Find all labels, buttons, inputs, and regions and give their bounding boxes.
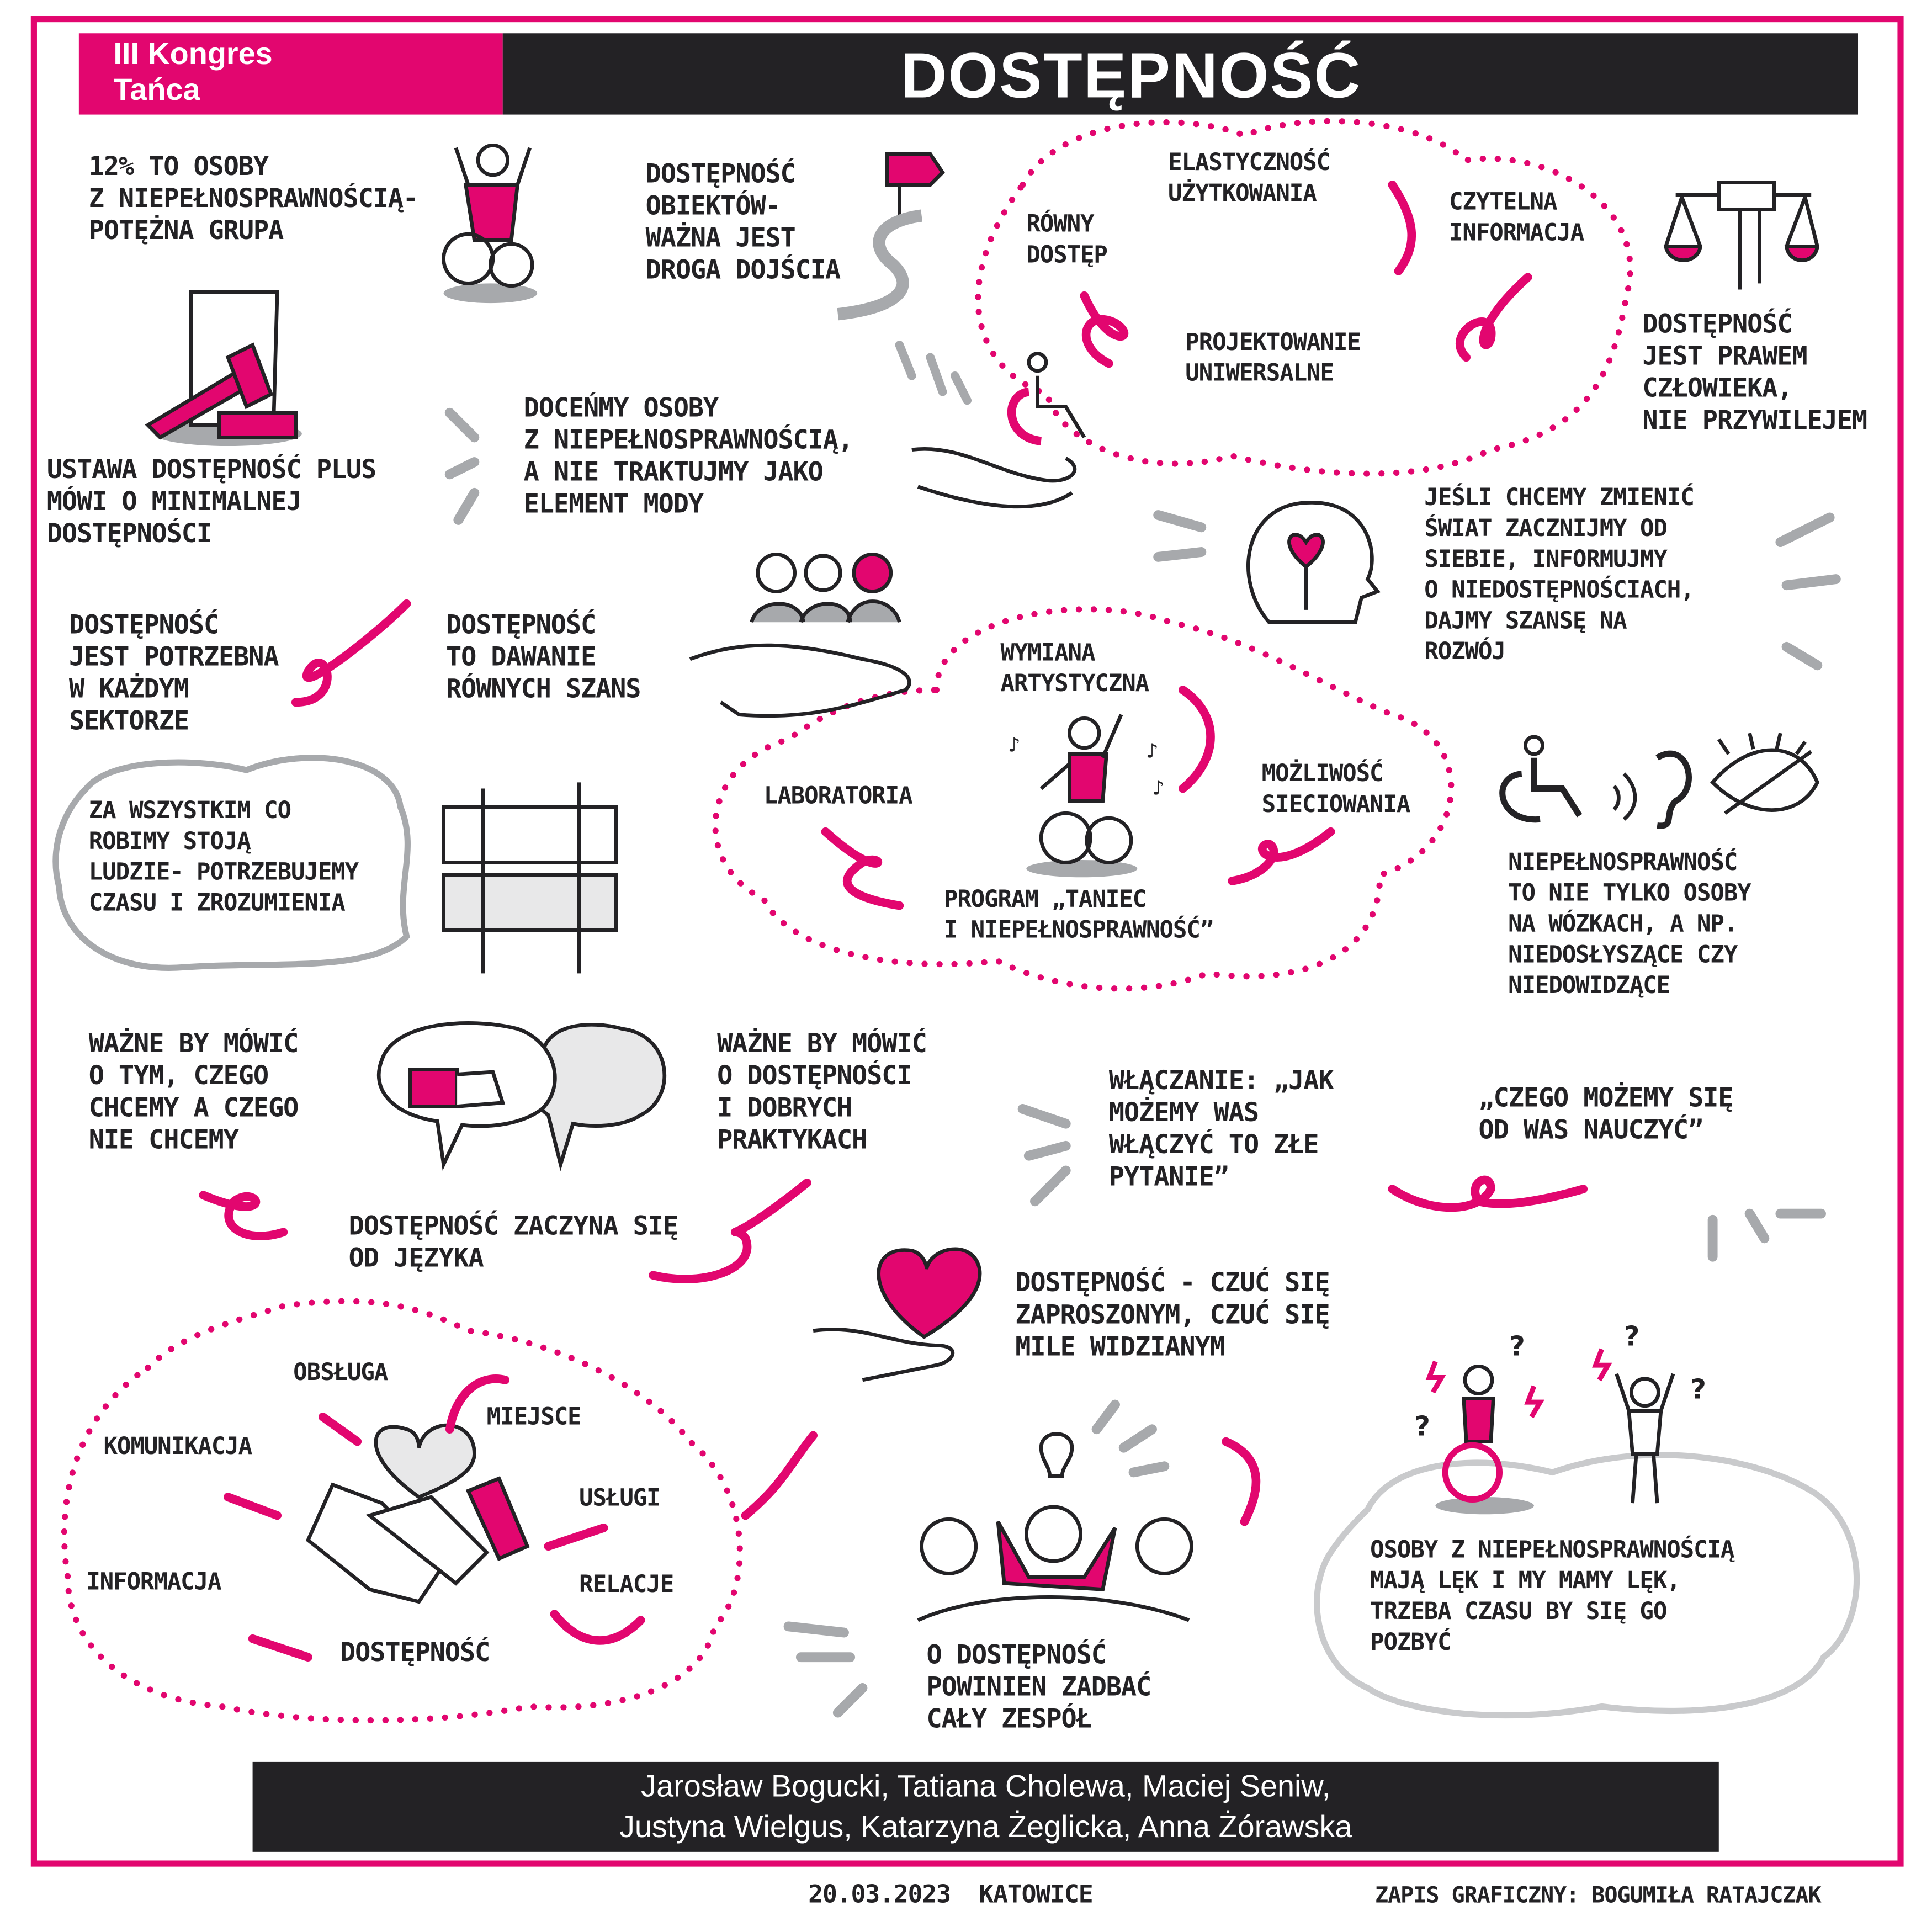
note-team: O dostępność powinien zadbać cały zespół	[926, 1639, 1152, 1734]
hand-people-icon	[689, 553, 911, 718]
arrow-icon	[318, 1413, 362, 1446]
cloud-item-service: Obsługa	[293, 1359, 388, 1387]
authors-bar: Jarosław Bogucki, Tatiana Cholewa, Macie…	[252, 1761, 1719, 1852]
arrow-icon	[1080, 291, 1129, 368]
confused-people-icon: ? ? ? ?	[1414, 1320, 1706, 1515]
cloud-item-services: Usługi	[579, 1484, 661, 1512]
signpost-road-icon	[837, 152, 945, 321]
arrow-icon	[1179, 686, 1215, 793]
svg-text:?: ?	[1509, 1330, 1525, 1362]
svg-text:?: ?	[1624, 1320, 1639, 1352]
note-change-world: Jeśli chcemy zmienić świat zacznijmy od …	[1424, 484, 1694, 666]
accessibility-icons	[1499, 733, 1820, 829]
speech-bubbles-icon	[376, 1021, 667, 1171]
arrows	[199, 181, 1588, 1662]
cloud-center-accessibility: Dostępność	[340, 1637, 490, 1668]
arrow-icon	[821, 827, 904, 910]
title-bar	[502, 33, 1859, 115]
wheelchair-person-icon	[442, 144, 538, 304]
cloud-fear	[1314, 1452, 1860, 1719]
head-heart-icon	[1246, 501, 1381, 624]
note-appreciate: Doceńmy osoby z niepełnosprawnością, a n…	[523, 393, 853, 519]
cloud-item-equal-access: Równy dostęp	[1026, 210, 1108, 269]
event-line-2: Tańca	[113, 72, 200, 108]
note-inclusion: Włączanie: „Jak możemy was włączyć to zł…	[1108, 1065, 1334, 1192]
cloud-accessibility	[61, 1298, 743, 1724]
arrow-icon	[248, 1634, 312, 1662]
arrow-icon	[445, 1374, 509, 1434]
cloud-item-communication: Komunikacja	[103, 1432, 252, 1461]
authors-line-1: Jarosław Bogucki, Tatiana Cholewa, Macie…	[641, 1769, 1331, 1804]
hand-wheelchair-icon	[895, 341, 1086, 509]
page-title: DOSTĘPNOŚĆ	[900, 40, 1362, 113]
arrow-icon	[550, 1610, 645, 1645]
arrow-icon	[1222, 1437, 1261, 1526]
hand-heart-icon	[813, 1247, 982, 1382]
note-twelve-percent: 12% to osoby z niepełnosprawnością- potę…	[88, 151, 418, 246]
arrow-icon	[224, 1493, 282, 1520]
authors-line-2: Justyna Wielgus, Katarzyna Żeglicka, Ann…	[619, 1809, 1352, 1845]
svg-text:?: ?	[1414, 1410, 1430, 1442]
cloud-item-artistic-exchange: Wymiana artystyczna	[1000, 639, 1149, 698]
arrow-icon	[199, 1191, 288, 1241]
arrow-icon	[544, 1523, 608, 1551]
note-law: Ustawa Dostępność Plus mówi o minimalnej…	[46, 454, 376, 549]
cloud-item-labs: Laboratoria	[763, 782, 913, 810]
event-line-1: III Kongres	[113, 36, 273, 72]
dancer-wheelchair-icon: ♪ ♪ ♪	[1008, 714, 1165, 878]
cloud-center-program: Program „Taniec i niepełnosprawność”	[943, 885, 1214, 944]
note-learn: „Czego możemy się od was nauczyć”	[1478, 1083, 1734, 1145]
note-say-what-we-want: Ważne by mówić o tym, czego chcemy a cze…	[88, 1028, 299, 1155]
svg-text:♪: ♪	[1146, 740, 1159, 763]
date-place: 20.03.2023 Katowice	[808, 1878, 1093, 1909]
event-badge	[78, 33, 503, 115]
arrow-icon	[291, 599, 411, 707]
note-human-right: Dostępność jest prawem człowieka, nie pr…	[1642, 309, 1867, 435]
arrow-icon	[1388, 181, 1416, 275]
cloud-item-relations: Relacje	[579, 1570, 674, 1599]
handshake-heart-icon	[305, 1423, 530, 1604]
arrow-icon	[649, 1179, 811, 1283]
note-invited: Dostępność - czuć się zaproszonym, czuć …	[1015, 1267, 1330, 1362]
event-name: III Kongres Tańca	[113, 37, 272, 108]
note-fear: Osoby z niepełnosprawnością mają lęk i m…	[1370, 1536, 1734, 1656]
emphasis-strokes	[444, 407, 1841, 1718]
cloud-item-information: Informacja	[86, 1568, 221, 1596]
arrow-icon	[1455, 273, 1532, 362]
svg-text:?: ?	[1690, 1373, 1706, 1405]
svg-text:♪: ♪	[1152, 777, 1165, 800]
note-good-practices: Ważne by mówić o dostępności i dobrych p…	[717, 1028, 927, 1155]
svg-text:♪: ♪	[1008, 734, 1021, 757]
note-not-only-wheelchair: Niepełnosprawność to nie tylko osoby na …	[1508, 848, 1751, 1000]
arrow-icon	[1388, 1175, 1588, 1212]
cloud-people	[52, 755, 411, 971]
cloud-item-networking: Możliwość sieciowania	[1261, 760, 1411, 819]
note-every-sector: Dostępność jest potrzebna w każdym sekto…	[68, 609, 279, 736]
note-language: Dostępność zaczyna się od języka	[348, 1211, 678, 1273]
cloud-item-readable-info: Czytelna informacja	[1448, 188, 1584, 247]
cloud-item-flexibility: Elastyczność użytkowania	[1168, 149, 1330, 207]
arrow-icon	[741, 1431, 818, 1520]
cloud-center-universal-design: Projektowanie uniwersalne	[1185, 328, 1361, 387]
team-lightbulb-icon	[917, 1432, 1193, 1622]
note-equal-chances: Dostępność to dawanie równych szans	[446, 609, 641, 704]
linked-hands-icon	[442, 782, 618, 974]
cloud-item-place: Miejsce	[486, 1403, 582, 1431]
arrow-icon	[1228, 827, 1335, 885]
note-building-access: Dostępność obiektów- ważna jest droga do…	[645, 158, 841, 285]
scales-fist-icon	[1663, 181, 1820, 290]
note-people: Za wszystkim co robimy stoją ludzie- pot…	[88, 797, 359, 917]
page-frame	[30, 16, 1904, 1867]
document-gavel-icon	[145, 290, 302, 447]
graphic-credit: Zapis graficzny: Bogumiła Ratajczak	[1375, 1882, 1822, 1909]
